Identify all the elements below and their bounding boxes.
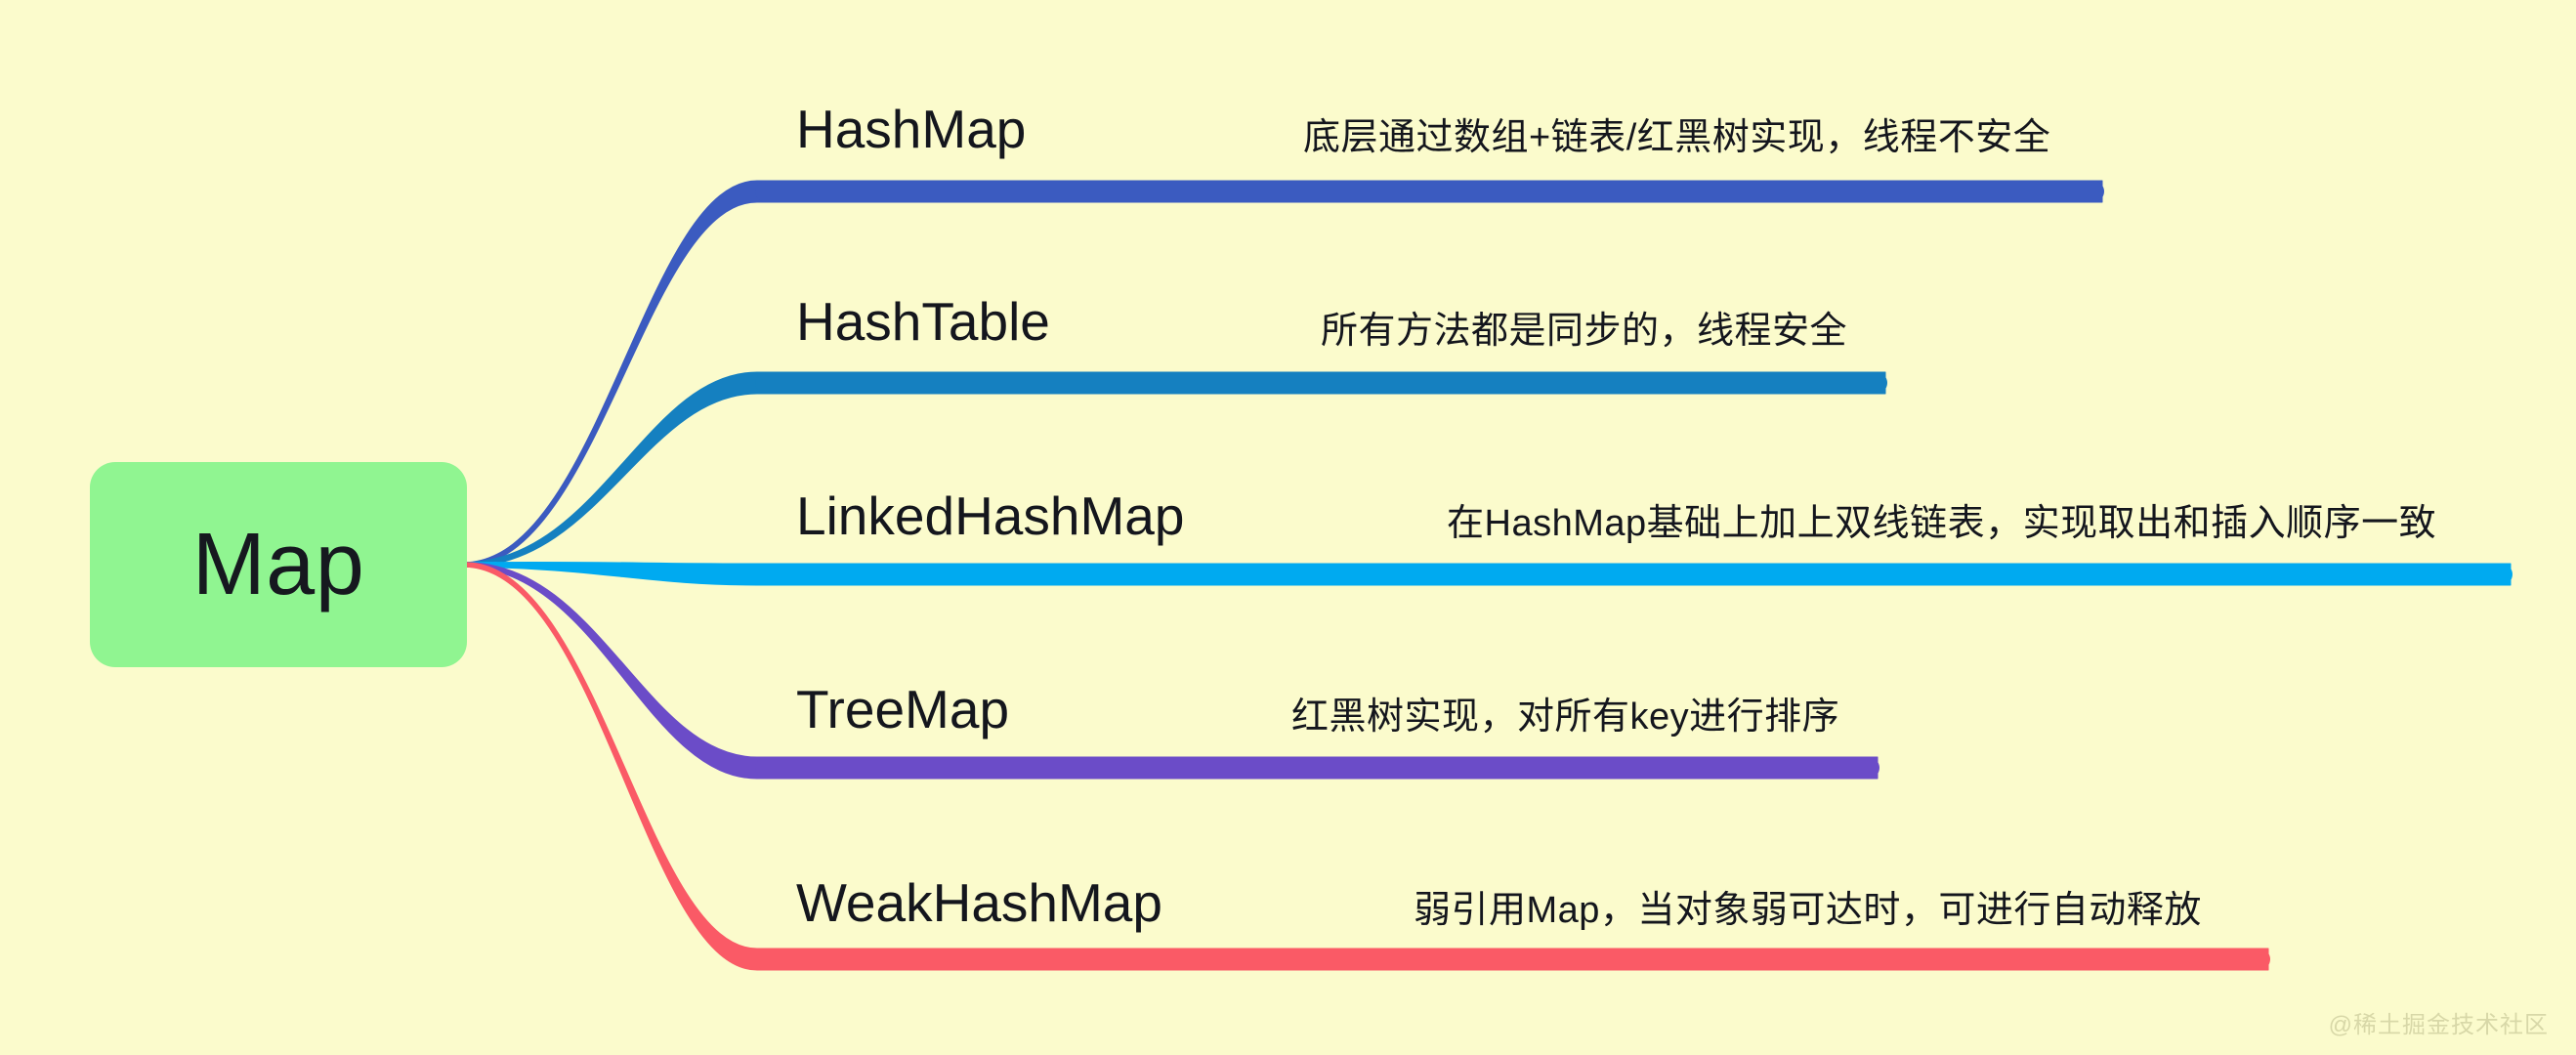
branch-tail-0: [755, 181, 2104, 202]
branch-tail-1: [755, 372, 1887, 394]
branch-desc-hashtable[interactable]: 所有方法都是同步的，线程安全: [1321, 311, 1848, 352]
branch-desc-linkedhashmap[interactable]: 在HashMap基础上加上双线链表，实现取出和插入顺序一致: [1447, 503, 2437, 544]
branch-desc-hashmap[interactable]: 底层通过数组+链表/红黑树实现，线程不安全: [1303, 117, 2051, 158]
branch-tail-4: [755, 949, 2270, 970]
root-node-map[interactable]: Map: [90, 462, 467, 667]
branch-title-linkedhashmap[interactable]: LinkedHashMap: [796, 485, 1185, 546]
branch-desc-treemap[interactable]: 红黑树实现，对所有key进行排序: [1291, 696, 1840, 738]
branch-title-hashmap[interactable]: HashMap: [796, 99, 1027, 159]
branch-tail-3: [755, 757, 1879, 779]
branch-edge-4: [463, 562, 2269, 971]
branch-title-hashtable[interactable]: HashTable: [796, 291, 1050, 352]
branch-edge-0: [463, 180, 2103, 568]
branch-title-treemap[interactable]: TreeMap: [796, 679, 1010, 739]
root-node-label: Map: [191, 516, 365, 613]
branch-title-weakhashmap[interactable]: WeakHashMap: [796, 872, 1162, 933]
branch-tail-2: [755, 564, 2513, 585]
branch-edge-3: [463, 562, 1879, 780]
watermark: @稀土掘金技术社区: [2328, 1012, 2549, 1038]
branch-desc-weakhashmap[interactable]: 弱引用Map，当对象弱可达时，可进行自动释放: [1414, 890, 2202, 931]
